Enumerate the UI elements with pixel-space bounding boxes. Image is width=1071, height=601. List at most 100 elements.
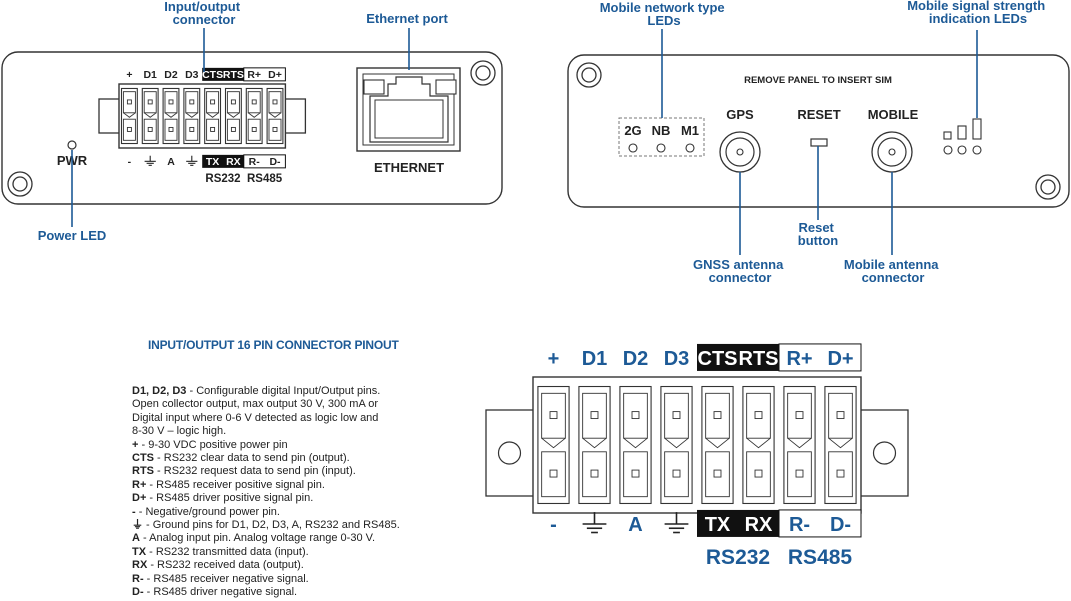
pin-label-top: D+ xyxy=(268,69,282,81)
pin-label-top: RTS xyxy=(739,348,779,370)
pin-label-top: D3 xyxy=(185,69,199,81)
pinout-description-line: D- - RS485 driver negative signal. xyxy=(132,586,298,599)
pin-label-bottom: A xyxy=(167,156,175,168)
pin-label-bottom: - xyxy=(550,514,557,536)
terminal-pin xyxy=(245,87,263,145)
pinout-description: D1, D2, D3 - Configurable digital Input/… xyxy=(132,385,422,600)
pinout-term: + xyxy=(132,438,139,451)
pinout-term: R+ xyxy=(132,478,147,491)
ethernet-port-icon xyxy=(356,67,461,152)
pin-label-top: R+ xyxy=(247,69,261,81)
pin-label-top: D2 xyxy=(164,69,178,81)
terminal-pin xyxy=(204,87,222,145)
reset-button-icon xyxy=(810,138,828,147)
terminal-pin xyxy=(537,385,570,505)
callout-signal-leds: Mobile signal strength indication LEDs xyxy=(907,0,1049,26)
pin-label-bottom: - xyxy=(128,156,132,168)
pinout-term: - xyxy=(132,505,136,518)
pin-label-bottom: TX xyxy=(705,514,731,536)
pin-label-top: D+ xyxy=(827,348,853,370)
pinout-term: RTS xyxy=(132,465,154,478)
terminal-pin xyxy=(660,385,693,505)
rs232-bottom-label-bg xyxy=(697,509,779,537)
pinout-term: D- xyxy=(132,586,144,599)
terminal-pin xyxy=(783,385,816,505)
signal-strength-leds-icon xyxy=(943,118,982,155)
pinout-term: ⏚ xyxy=(132,519,143,532)
led-2g-icon xyxy=(628,143,638,153)
rs485-bottom-label-box xyxy=(243,154,286,169)
terminal-pin xyxy=(578,385,611,505)
terminal-pin xyxy=(824,385,857,505)
right-panel: REMOVE PANEL TO INSERT SIM 2G NB M1 GPS … xyxy=(567,54,1070,208)
terminal-pin xyxy=(141,87,159,145)
callout-gnss-connector: GNSS antenna connector xyxy=(693,257,787,285)
callout-network-type-leds: Mobile network type LEDs xyxy=(600,0,729,28)
rs485-top-label-box xyxy=(243,67,286,82)
callout-lines xyxy=(71,28,978,255)
pinout-term: RX xyxy=(132,559,148,572)
pinout-description-line: R+ - RS485 receiver positive signal pin. xyxy=(132,478,325,491)
callout-power-led: Power LED xyxy=(38,228,107,243)
terminal-pin xyxy=(224,87,242,145)
gps-antenna-connector-icon xyxy=(719,131,761,173)
pinout-description-line: D1, D2, D3 - Configurable digital Input/… xyxy=(132,385,381,397)
pin-label-top: RTS xyxy=(223,69,244,81)
pinout-term: R- xyxy=(132,572,144,585)
pinout-description-line: RX - RS232 received data (output). xyxy=(132,559,304,572)
pinout-description-line: Open collector output, max output 30 V, … xyxy=(132,398,379,411)
screw-icon xyxy=(576,62,602,88)
pin-label-bottom: RX xyxy=(745,514,773,536)
pin-label-top: CTS xyxy=(202,69,223,81)
led-label-2g: 2G xyxy=(624,123,641,138)
rs232-bottom-label-bg xyxy=(202,154,244,168)
callout-ethernet-port: Ethernet port xyxy=(366,11,448,26)
pin-label-bottom: D- xyxy=(830,514,851,536)
pinout-term: D1, D2, D3 xyxy=(132,385,187,397)
terminal-pin xyxy=(120,87,138,145)
led-label-nb: NB xyxy=(652,123,671,138)
pinout-description-line: ⏚ - Ground pins for D1, D2, D3, A, RS232… xyxy=(132,519,400,532)
pinout-description-line: 8-30 V – logic high. xyxy=(132,425,227,438)
rs232-group-label: RS232 xyxy=(205,173,240,185)
mobile-antenna-connector-icon xyxy=(871,131,913,173)
gps-label: GPS xyxy=(726,107,754,122)
rs485-top-label-box xyxy=(778,343,862,372)
terminal-pin xyxy=(619,385,652,505)
terminal-pin xyxy=(183,87,201,145)
pinout-description-line: TX - RS232 transmitted data (input). xyxy=(132,545,309,558)
ground-icon xyxy=(186,155,198,166)
pin-label-top: CTS xyxy=(698,348,738,370)
pinout-description-line: A - Analog input pin. Analog voltage ran… xyxy=(132,532,376,545)
pin-label-bottom: R- xyxy=(789,514,810,536)
pin-label-bottom: D- xyxy=(269,156,281,168)
pinout-description-line: - - Negative/ground power pin. xyxy=(132,505,280,518)
terminal-pin xyxy=(701,385,734,505)
led-label-m1: M1 xyxy=(681,123,699,138)
rs485-group-label: RS485 xyxy=(247,173,283,185)
rs232-top-label-bg xyxy=(697,343,779,371)
pin-label-top: R+ xyxy=(786,348,812,370)
screw-icon xyxy=(470,60,496,86)
screw-icon xyxy=(872,441,897,465)
pinout-description-line: R- - RS485 receiver negative signal. xyxy=(132,572,309,585)
screw-icon xyxy=(1035,174,1061,200)
pinout-term: TX xyxy=(132,545,147,558)
rs232-top-label-bg xyxy=(202,67,244,81)
pin-label-bottom: R- xyxy=(249,156,261,168)
pin-label-bottom: TX xyxy=(206,156,219,168)
callout-io-connector: Input/output connector xyxy=(164,0,243,27)
pin-label-bottom: A xyxy=(628,514,642,536)
pinout-title: INPUT/OUTPUT 16 PIN CONNECTOR PINOUT xyxy=(148,338,399,352)
terminal-pin xyxy=(266,87,284,145)
pin-label-top: + xyxy=(548,348,560,370)
pin-label-bottom: RX xyxy=(226,156,241,168)
callout-mobile-connector: Mobile antenna connector xyxy=(844,257,942,285)
rs485-group-label: RS485 xyxy=(788,546,853,569)
ground-icon xyxy=(144,155,156,166)
pinout-term: D+ xyxy=(132,492,147,505)
ethernet-label: ETHERNET xyxy=(374,160,444,175)
